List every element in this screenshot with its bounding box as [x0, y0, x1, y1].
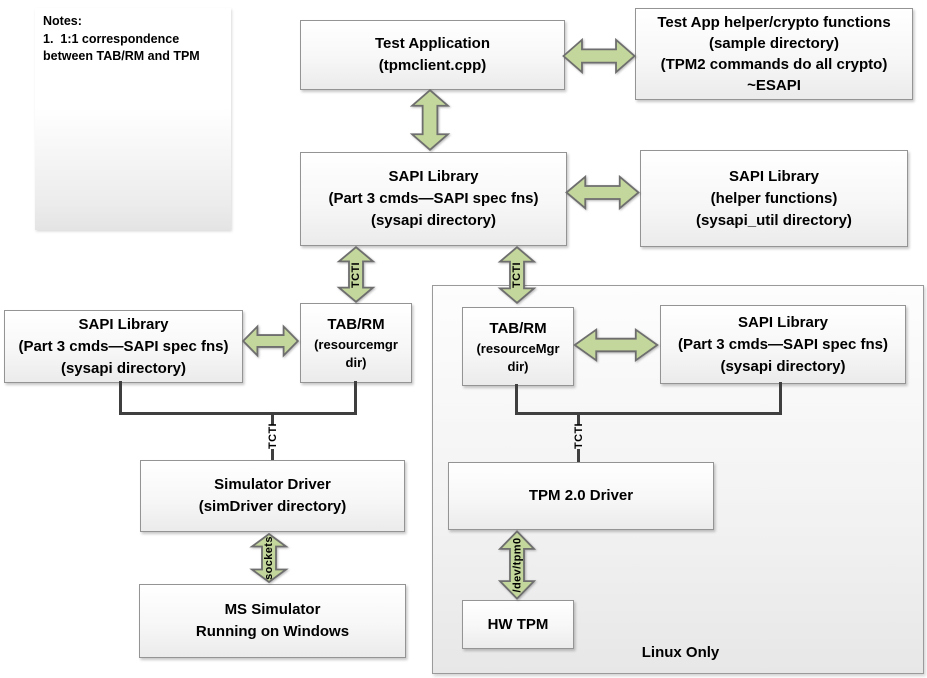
box-line: (resourceMgr — [476, 340, 560, 356]
box-line: SAPI Library — [78, 315, 169, 333]
box-line: TPM 2.0 Driver — [528, 487, 634, 504]
box-line: TAB/RM — [489, 319, 547, 337]
notes-line: between TAB/RM and TPM — [43, 49, 200, 63]
arrow-testapp-helper — [562, 37, 636, 75]
box-test-application: Test Application (tpmclient.cpp) — [300, 20, 565, 90]
box-line: dir) — [345, 355, 367, 370]
box-line: Simulator Driver — [214, 476, 331, 493]
box-line: dir) — [507, 358, 529, 374]
box-line: (sysapi_util directory) — [696, 211, 852, 229]
box-line: SAPI Library — [728, 167, 820, 185]
box-ms-simulator: MS Simulator Running on Windows — [139, 584, 406, 658]
notes-box: Notes: 1. 1:1 correspondence between TAB… — [35, 8, 231, 230]
arrow-tabrm-sapiright — [573, 327, 659, 363]
tcti-label-left-line: TCTI — [266, 422, 279, 450]
arrow-sapileft-tabrm — [242, 324, 299, 358]
box-line: (Part 3 cmds—SAPI spec fns) — [677, 335, 889, 353]
box-line: ~ESAPI — [747, 77, 801, 94]
box-line: (Part 3 cmds—SAPI spec fns) — [18, 337, 229, 355]
box-line: SAPI Library — [388, 168, 479, 185]
notes-title: Notes: — [43, 14, 82, 28]
box-tab-rm-right: TAB/RM (resourceMgr dir) — [462, 307, 574, 386]
box-sapi-library-helper: SAPI Library (helper functions) (sysapi_… — [640, 150, 908, 247]
connector-right-stem-top — [577, 412, 580, 425]
connector-right-stem-bottom — [577, 449, 580, 462]
connector-right-sapi-down — [779, 382, 782, 415]
box-line: (tpmclient.cpp) — [378, 57, 487, 74]
box-line: (sysapi directory) — [370, 212, 497, 229]
box-line: (Part 3 cmds—SAPI spec fns) — [328, 190, 539, 207]
notes-line: 1. 1:1 correspondence — [43, 31, 180, 46]
box-line: HW TPM — [487, 615, 549, 633]
arrow-dev-tpm0 — [497, 530, 537, 600]
connector-left-stem-bottom — [271, 449, 274, 460]
box-sapi-library-left: SAPI Library (Part 3 cmds—SAPI spec fns)… — [4, 310, 243, 383]
linux-only-label: Linux Only — [641, 644, 720, 661]
arrow-sockets — [249, 533, 289, 583]
box-simulator-driver: Simulator Driver (simDriver directory) — [140, 460, 405, 532]
connector-left-stem-top — [271, 412, 274, 425]
box-line: (simDriver directory) — [198, 498, 347, 515]
box-line: Test App helper/crypto functions — [657, 14, 891, 31]
box-line: (TPM2 commands do all crypto) — [660, 56, 888, 73]
box-hw-tpm: HW TPM — [462, 600, 574, 649]
arrow-sapi-helper — [565, 174, 640, 211]
box-sapi-library-center: SAPI Library (Part 3 cmds—SAPI spec fns)… — [300, 152, 567, 246]
box-tpm-20-driver: TPM 2.0 Driver — [448, 462, 714, 530]
box-line: (sysapi directory) — [60, 359, 187, 377]
connector-left-tabrm-down — [354, 381, 357, 415]
connector-left-horizontal — [119, 412, 357, 415]
box-line: Test Application — [374, 35, 490, 52]
box-line: SAPI Library — [737, 313, 829, 331]
connector-right-tabrm-down — [515, 384, 518, 415]
box-line: Running on Windows — [195, 623, 350, 640]
box-line: MS Simulator — [224, 601, 321, 618]
arrow-tcti-right — [497, 246, 537, 304]
box-line: TAB/RM — [327, 316, 385, 333]
box-line: (sysapi directory) — [720, 357, 846, 375]
arrow-tcti-left — [336, 246, 376, 303]
box-tab-rm-left: TAB/RM (resourcemgr dir) — [300, 303, 412, 383]
box-line: (helper functions) — [710, 189, 838, 207]
connector-right-horizontal — [515, 412, 782, 415]
box-test-app-helper: Test App helper/crypto functions (sample… — [635, 8, 913, 100]
arrow-testapp-sapi — [409, 89, 451, 151]
box-sapi-library-right: SAPI Library (Part 3 cmds—SAPI spec fns)… — [660, 305, 906, 384]
box-line: (resourcemgr — [314, 337, 398, 352]
connector-left-sapi-down — [119, 381, 122, 415]
box-line: (sample directory) — [708, 35, 840, 52]
